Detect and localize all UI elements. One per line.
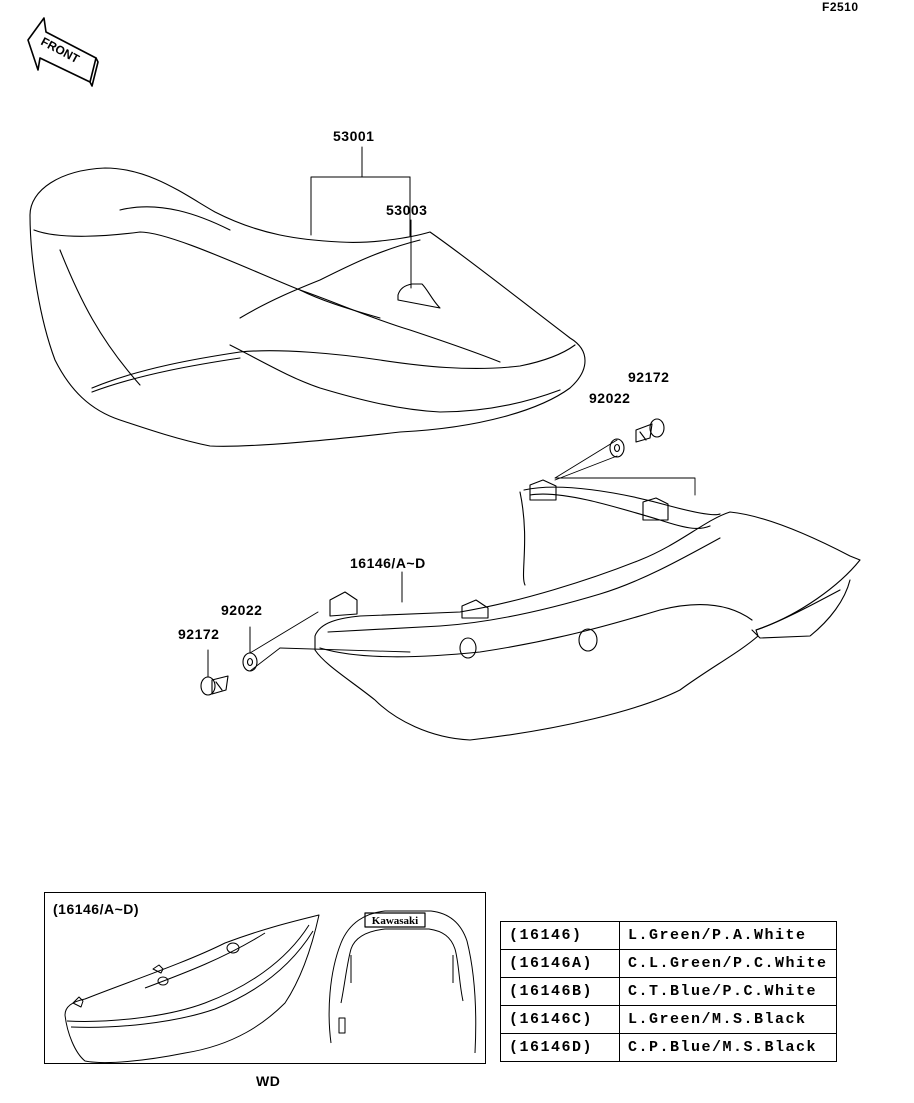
table-row: (16146A)C.L.Green/P.C.White (500, 949, 837, 978)
color-name-cell: L.Green/P.A.White (619, 921, 837, 950)
side-cover-drawing (314, 479, 861, 741)
part-label-92172-right: 92172 (628, 369, 670, 385)
front-arrow-icon (27, 17, 99, 87)
part-label-92172-left: 92172 (178, 626, 220, 642)
color-name-cell: L.Green/M.S.Black (619, 1005, 837, 1034)
part-label-16146: 16146/A~D (350, 555, 426, 571)
table-row: (16146B)C.T.Blue/P.C.White (500, 977, 837, 1006)
washer-right-drawing (609, 438, 625, 458)
part-code-cell: (16146A) (500, 949, 620, 978)
washer-left-drawing (242, 652, 258, 672)
bolt-right-drawing (635, 418, 665, 443)
figure-code: F2510 (822, 0, 859, 14)
color-name-cell: C.T.Blue/P.C.White (619, 977, 837, 1006)
kawasaki-logo: Kawasaki (372, 915, 418, 927)
bolt-left-drawing (200, 675, 229, 696)
table-row: (16146D)C.P.Blue/M.S.Black (500, 1033, 837, 1062)
inset-caption: WD (256, 1073, 281, 1089)
inset-title: (16146/A~D) (53, 901, 140, 917)
part-code-cell: (16146C) (500, 1005, 620, 1034)
color-variant-table: (16146)L.Green/P.A.White(16146A)C.L.Gree… (500, 921, 837, 1062)
table-row: (16146)L.Green/P.A.White (500, 921, 837, 950)
part-label-92022-left: 92022 (221, 602, 263, 618)
part-label-53003: 53003 (386, 202, 428, 218)
part-code-cell: (16146D) (500, 1033, 620, 1062)
inset-drawing: Kawasaki (64, 910, 477, 1063)
part-code-cell: (16146) (500, 921, 620, 950)
part-label-92022-right: 92022 (589, 390, 631, 406)
color-name-cell: C.L.Green/P.C.White (619, 949, 837, 978)
part-code-cell: (16146B) (500, 977, 620, 1006)
color-name-cell: C.P.Blue/M.S.Black (619, 1033, 837, 1062)
part-label-53001: 53001 (333, 128, 375, 144)
seat-drawing (29, 167, 586, 447)
table-row: (16146C)L.Green/M.S.Black (500, 1005, 837, 1034)
variant-inset-box: (16146/A~D) Kawasaki (44, 892, 486, 1064)
